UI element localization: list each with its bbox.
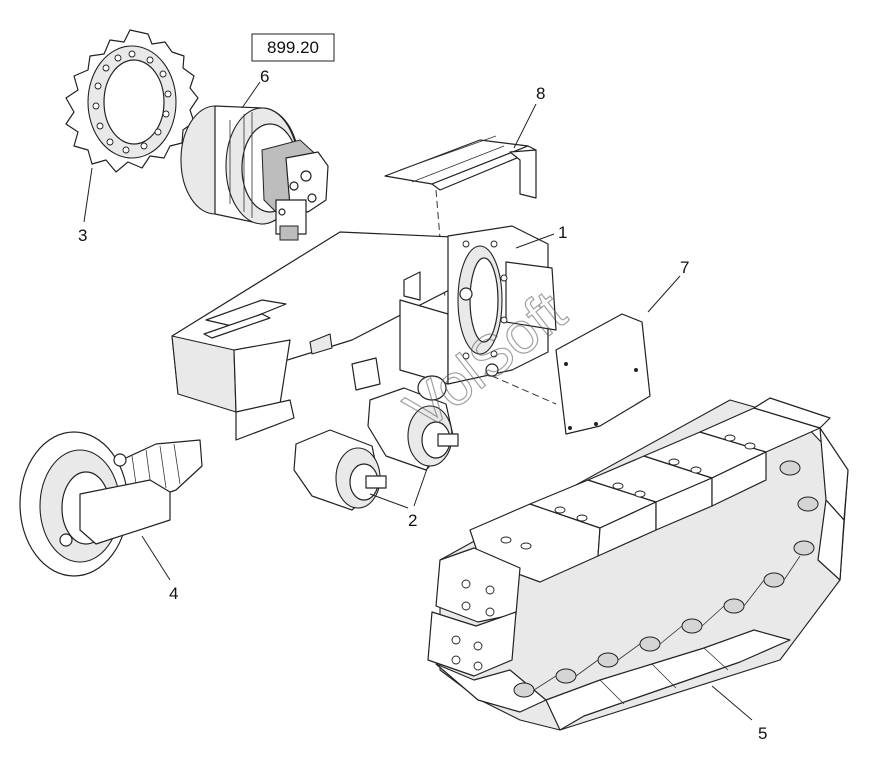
rollers-part-2 bbox=[293, 375, 459, 511]
sprocket-part-3 bbox=[65, 29, 199, 173]
travel-motor-part-6 bbox=[180, 105, 329, 241]
reference-number: 899.20 bbox=[267, 38, 319, 57]
callout-6: 6 bbox=[260, 67, 269, 86]
bracket-part-8 bbox=[384, 135, 537, 299]
callout-1: 1 bbox=[558, 223, 567, 242]
track-frame-part-1 bbox=[171, 225, 557, 441]
callout-5: 5 bbox=[758, 724, 767, 743]
callout-2: 2 bbox=[408, 511, 417, 530]
callout-7: 7 bbox=[680, 258, 689, 277]
leader-lines bbox=[83, 81, 753, 721]
callout-8: 8 bbox=[536, 84, 545, 103]
cover-plate-part-7 bbox=[555, 313, 651, 435]
track-chain-part-5 bbox=[427, 397, 849, 731]
idler-part-4 bbox=[19, 431, 203, 577]
reference-number-box: 899.20 bbox=[251, 33, 335, 62]
callout-3: 3 bbox=[78, 226, 87, 245]
callout-4: 4 bbox=[169, 584, 178, 603]
